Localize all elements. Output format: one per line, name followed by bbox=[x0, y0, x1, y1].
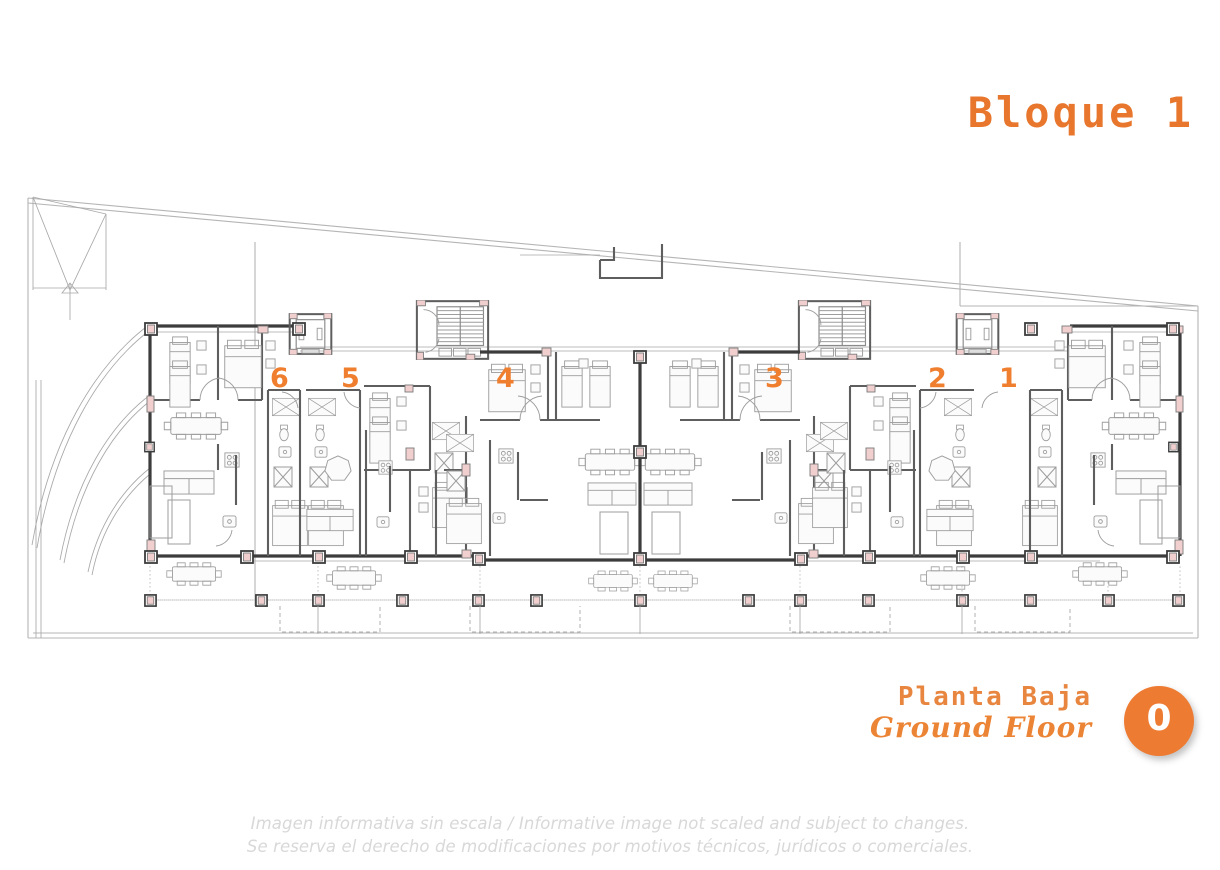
driveway-ramp bbox=[31, 323, 151, 638]
unit-5 bbox=[281, 384, 468, 556]
north-arrow bbox=[32, 196, 107, 320]
central-party-wall bbox=[633, 350, 647, 566]
block-title: Bloque 1 bbox=[967, 88, 1194, 137]
unit-label-5: 5 bbox=[341, 363, 360, 394]
unit-1 bbox=[1022, 325, 1184, 556]
floor-legend: Planta Baja Ground Floor bbox=[870, 682, 1092, 745]
unit-6 bbox=[146, 325, 308, 556]
floor-label-es: Planta Baja bbox=[897, 682, 1092, 712]
unit-label-2: 2 bbox=[928, 363, 947, 394]
site-boundary bbox=[27, 197, 1199, 639]
unit-label-4: 4 bbox=[496, 363, 515, 394]
terraces bbox=[144, 562, 1185, 634]
elevator-right bbox=[955, 313, 1000, 355]
unit-label-3: 3 bbox=[765, 363, 784, 394]
unit-label-6: 6 bbox=[270, 363, 289, 394]
disclaimer-line-2: Se reserva el derecho de modificaciones … bbox=[246, 837, 974, 857]
unit-label-1: 1 bbox=[999, 363, 1018, 394]
disclaimer-line-1: Imagen informativa sin escala / Informat… bbox=[250, 814, 970, 833]
unit-4 bbox=[444, 347, 642, 559]
unit-2 bbox=[812, 384, 999, 556]
disclaimer: Imagen informativa sin escala / Informat… bbox=[0, 812, 1220, 859]
floor-label-en: Ground Floor bbox=[870, 711, 1092, 745]
floor-number-badge: 0 bbox=[1124, 686, 1194, 756]
unit-3 bbox=[638, 347, 836, 559]
floor-number-value: 0 bbox=[1146, 698, 1172, 739]
